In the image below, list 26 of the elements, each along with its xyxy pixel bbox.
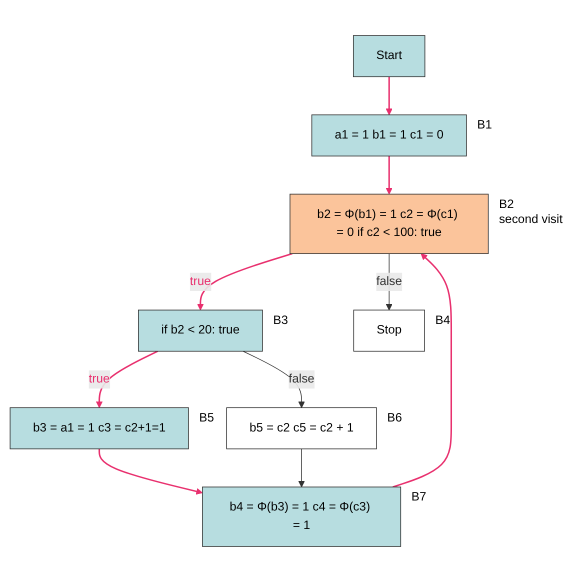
- node-box: b5 = c2 c5 = c2 + 1: [226, 407, 377, 450]
- block-label: B1: [477, 118, 492, 132]
- edge-label: true: [190, 274, 211, 288]
- node-box: b2 = Φ(b1) = 1 c2 = Φ(c1) = 0 if c2 < 100: true: [290, 194, 489, 254]
- block-label: B5: [199, 410, 214, 424]
- edge-label: false: [376, 274, 402, 288]
- node-box: Start: [352, 35, 426, 78]
- arrow: [392, 253, 452, 488]
- arrow: [386, 156, 392, 194]
- edge-label: false: [288, 372, 314, 386]
- block-label: B2 second visit: [498, 196, 563, 226]
- node-box: b3 = a1 = 1 c3 = c2+1=1: [10, 407, 189, 450]
- node-box: Stop: [353, 310, 425, 352]
- arrow: [96, 350, 158, 408]
- node-box: if b2 < 20: true: [138, 310, 263, 352]
- arrow: [197, 252, 293, 310]
- block-label: B3: [273, 312, 288, 327]
- edge-label: true: [88, 372, 110, 386]
- node-box: b4 = Φ(b3) = 1 c4 = Φ(c3) = 1: [202, 486, 402, 547]
- block-label: B6: [387, 410, 402, 424]
- block-label: B7: [411, 490, 426, 504]
- arrow: [98, 448, 203, 495]
- arrow: [298, 448, 305, 488]
- block-label: B4: [435, 312, 450, 327]
- node-box: a1 = 1 b1 = 1 c1 = 0: [311, 114, 467, 156]
- arrow: [386, 76, 392, 116]
